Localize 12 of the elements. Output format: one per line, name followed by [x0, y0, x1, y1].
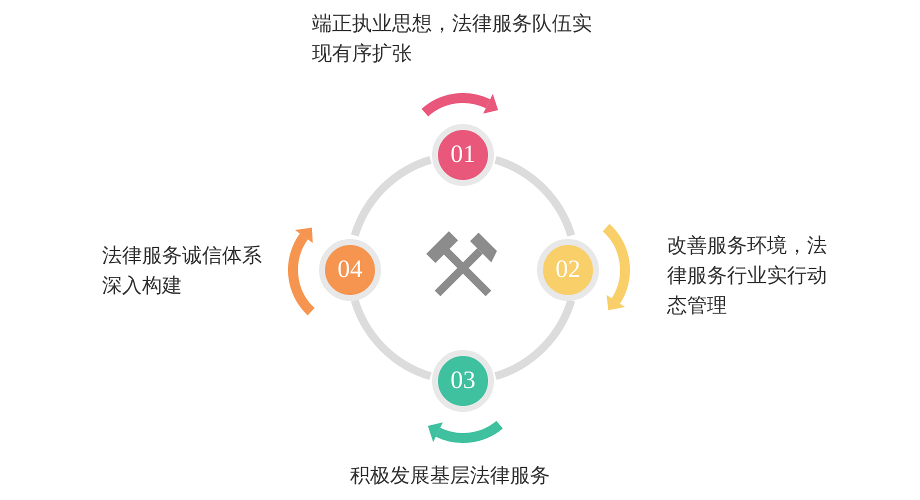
number-circle: 03 — [432, 350, 494, 412]
number-circle: 02 — [537, 239, 599, 301]
ring-arc — [494, 156, 575, 237]
caption-text: 积极发展基层法律服务 — [349, 462, 551, 489]
caption-text: 改善服务环境，法律服务行业实行动态管理 — [667, 232, 827, 319]
ring-arc — [494, 299, 575, 380]
ring-arc — [351, 299, 432, 380]
number-circle: 01 — [432, 124, 494, 186]
ring-arc — [351, 156, 432, 237]
caption-text: 法律服务诚信体系深入构建 — [102, 242, 262, 299]
caption-text: 端正执业思想，法律服务队伍实现有序扩张 — [312, 10, 593, 67]
number-circle: 04 — [319, 239, 381, 301]
